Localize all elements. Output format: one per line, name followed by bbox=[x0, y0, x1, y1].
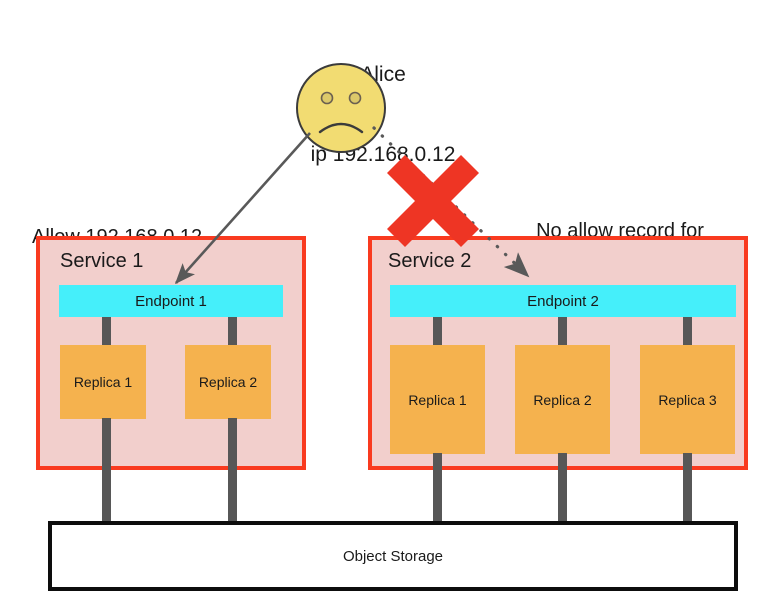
service-2-replica-2[interactable]: Replica 2 bbox=[515, 345, 610, 454]
service-2-replica-1[interactable]: Replica 1 bbox=[390, 345, 485, 454]
service-1-endpoint[interactable]: Endpoint 1 bbox=[59, 285, 283, 317]
connector-s2-replica-2-storage bbox=[558, 453, 567, 525]
service-1-replica-2[interactable]: Replica 2 bbox=[185, 345, 271, 419]
service-1-title: Service 1 bbox=[60, 250, 144, 272]
service-1-replica-1[interactable]: Replica 1 bbox=[60, 345, 146, 419]
service-2-replica-3[interactable]: Replica 3 bbox=[640, 345, 735, 454]
connector-s2-endpoint-replica-1 bbox=[433, 317, 442, 346]
sad-face-icon bbox=[296, 63, 386, 153]
object-storage-box[interactable]: Object Storage bbox=[48, 521, 738, 591]
connector-s1-replica-2-storage bbox=[228, 418, 237, 525]
connector-s1-endpoint-replica-2 bbox=[228, 317, 237, 346]
service-2-title: Service 2 bbox=[388, 250, 472, 272]
service-2-endpoint[interactable]: Endpoint 2 bbox=[390, 285, 736, 317]
connector-s1-endpoint-replica-1 bbox=[102, 317, 111, 346]
connector-s2-endpoint-replica-3 bbox=[683, 317, 692, 346]
connector-s2-replica-1-storage bbox=[433, 453, 442, 525]
connector-s1-replica-1-storage bbox=[102, 418, 111, 525]
connector-s2-replica-3-storage bbox=[683, 453, 692, 525]
connector-s2-endpoint-replica-2 bbox=[558, 317, 567, 346]
